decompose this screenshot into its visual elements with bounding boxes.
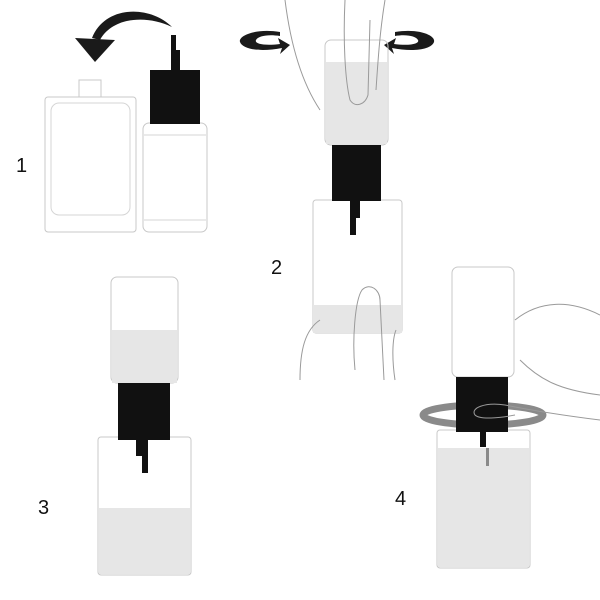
- rotate-right-icon: [384, 30, 435, 54]
- hand-side: [473, 303, 600, 421]
- arrow-head: [75, 38, 115, 62]
- step-1-illustration: [44, 11, 208, 233]
- inverted-refill: [451, 266, 515, 378]
- step-4-illustration: [419, 266, 600, 569]
- hand-top: [284, 0, 386, 111]
- step-number-3: 3: [38, 497, 50, 519]
- step-number-2: 2: [271, 257, 283, 279]
- step-number-1: 1: [16, 155, 28, 177]
- step-3-illustration: [97, 276, 192, 576]
- refill-cap: [332, 145, 381, 201]
- refill-cap: [150, 70, 200, 124]
- step-number-4: 4: [395, 488, 407, 510]
- curved-arrow-icon: [92, 11, 172, 40]
- rotate-left-icon: [239, 30, 290, 54]
- hand-bottom: [299, 286, 397, 381]
- refill-cap: [118, 383, 170, 440]
- refill-bottle: [142, 122, 208, 233]
- empty-bottle: [44, 96, 137, 233]
- bottle-neck: [78, 79, 102, 98]
- step-2-illustration: [239, 0, 435, 381]
